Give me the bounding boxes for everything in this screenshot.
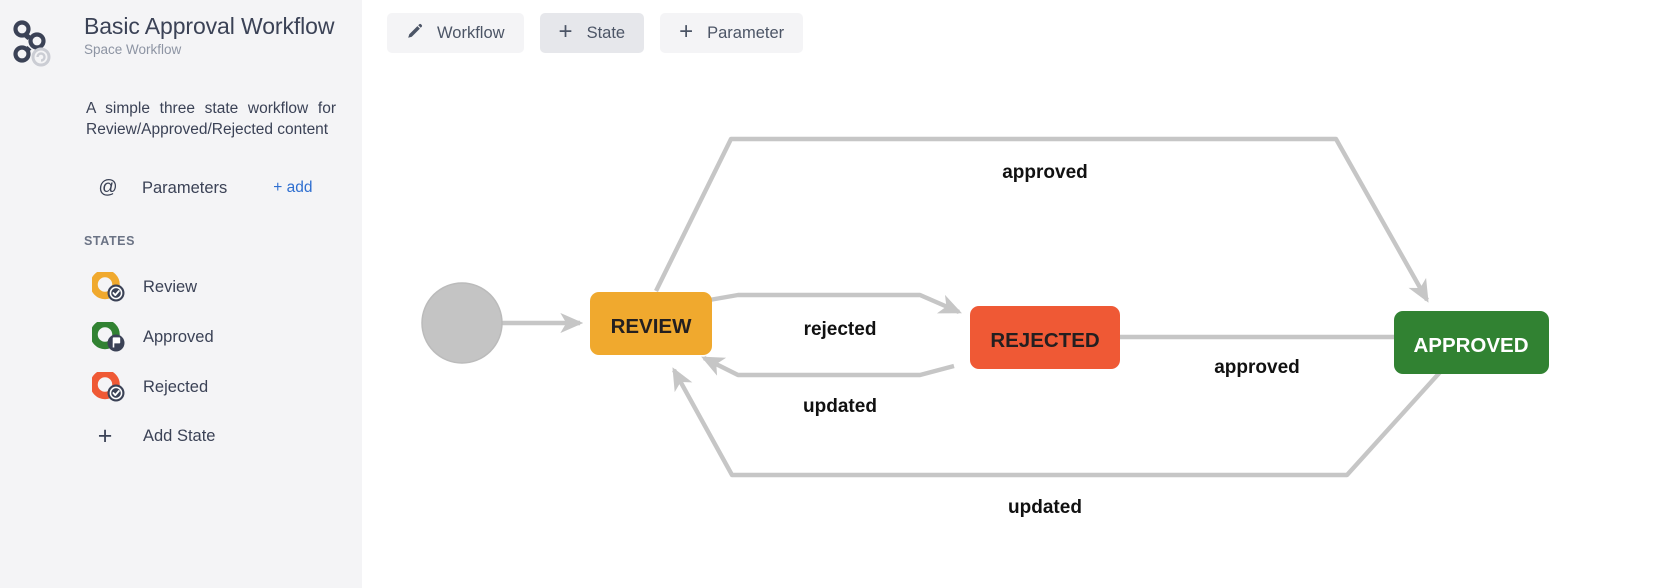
- edge-review-to-approved[interactable]: [654, 136, 1429, 303]
- sidebar: Basic Approval Workflow Space Workflow A…: [0, 0, 362, 588]
- sidebar-item-review[interactable]: Review: [0, 262, 362, 312]
- state-status-icon-rejected: [90, 369, 126, 402]
- at-icon: @: [98, 177, 118, 198]
- workflow-description: A simple three state workflow for Review…: [86, 100, 336, 138]
- workflow-button-label: Workflow: [437, 23, 505, 42]
- main-canvas-area: Workflow + State + Parameter: [362, 0, 1660, 588]
- edge-label-review-rejected: rejected: [804, 319, 877, 340]
- states-section-header: STATES: [84, 234, 136, 248]
- edge-label-rejected-review: updated: [803, 396, 877, 417]
- page-subtitle: Space Workflow: [84, 42, 182, 57]
- add-parameter-toolbar-button[interactable]: + Parameter: [660, 13, 804, 53]
- brand-header: Basic Approval Workflow Space Workflow: [0, 0, 362, 68]
- edge-label-approved-review: updated: [1008, 497, 1082, 518]
- states-list: Review Approved: [0, 262, 362, 460]
- edge-review-to-rejected[interactable]: [691, 292, 962, 315]
- sidebar-item-approved[interactable]: Approved: [0, 312, 362, 362]
- add-state-label: Add State: [143, 426, 216, 445]
- sidebar-item-label: Rejected: [143, 377, 209, 396]
- node-approved-label: APPROVED: [1413, 334, 1528, 357]
- node-review[interactable]: REVIEW: [590, 292, 712, 355]
- edge-label-review-approved: approved: [1002, 162, 1088, 183]
- edge-label-rejected-approved: approved: [1214, 357, 1300, 378]
- parameters-section: @ Parameters + add: [96, 176, 362, 200]
- node-rejected[interactable]: REJECTED: [970, 306, 1120, 369]
- add-parameter-link[interactable]: + add: [273, 179, 313, 196]
- sidebar-item-label: Approved: [143, 327, 214, 346]
- sidebar-item-rejected[interactable]: Rejected: [0, 362, 362, 412]
- plus-icon: +: [558, 18, 573, 45]
- workflow-diagram[interactable]: REVIEW REJECTED APPROVED approved reject…: [362, 0, 1660, 588]
- edge-rejected-to-review[interactable]: [701, 356, 955, 378]
- add-state-toolbar-label: State: [586, 23, 626, 42]
- workflow-button[interactable]: Workflow: [387, 13, 524, 53]
- add-parameter-toolbar-label: Parameter: [707, 23, 785, 42]
- state-status-icon-review: [90, 269, 126, 302]
- plus-icon: +: [97, 422, 113, 450]
- node-review-label: REVIEW: [611, 315, 693, 338]
- start-node[interactable]: [421, 282, 503, 364]
- parameters-label: Parameters: [142, 178, 228, 197]
- node-approved[interactable]: APPROVED: [1394, 311, 1549, 374]
- add-state-button[interactable]: + Add State: [0, 412, 362, 460]
- node-rejected-label: REJECTED: [990, 329, 1099, 352]
- page-title: Basic Approval Workflow: [84, 13, 335, 39]
- plus-icon: +: [679, 18, 694, 45]
- workflow-nodes-icon: [10, 18, 56, 68]
- state-status-icon-approved: [90, 319, 126, 352]
- sidebar-item-label: Review: [143, 277, 198, 296]
- add-state-toolbar-button[interactable]: + State: [539, 13, 645, 53]
- toolbar: Workflow + State + Parameter: [387, 13, 804, 53]
- edge-approved-to-review[interactable]: [672, 367, 1444, 478]
- pencil-icon: [406, 23, 423, 44]
